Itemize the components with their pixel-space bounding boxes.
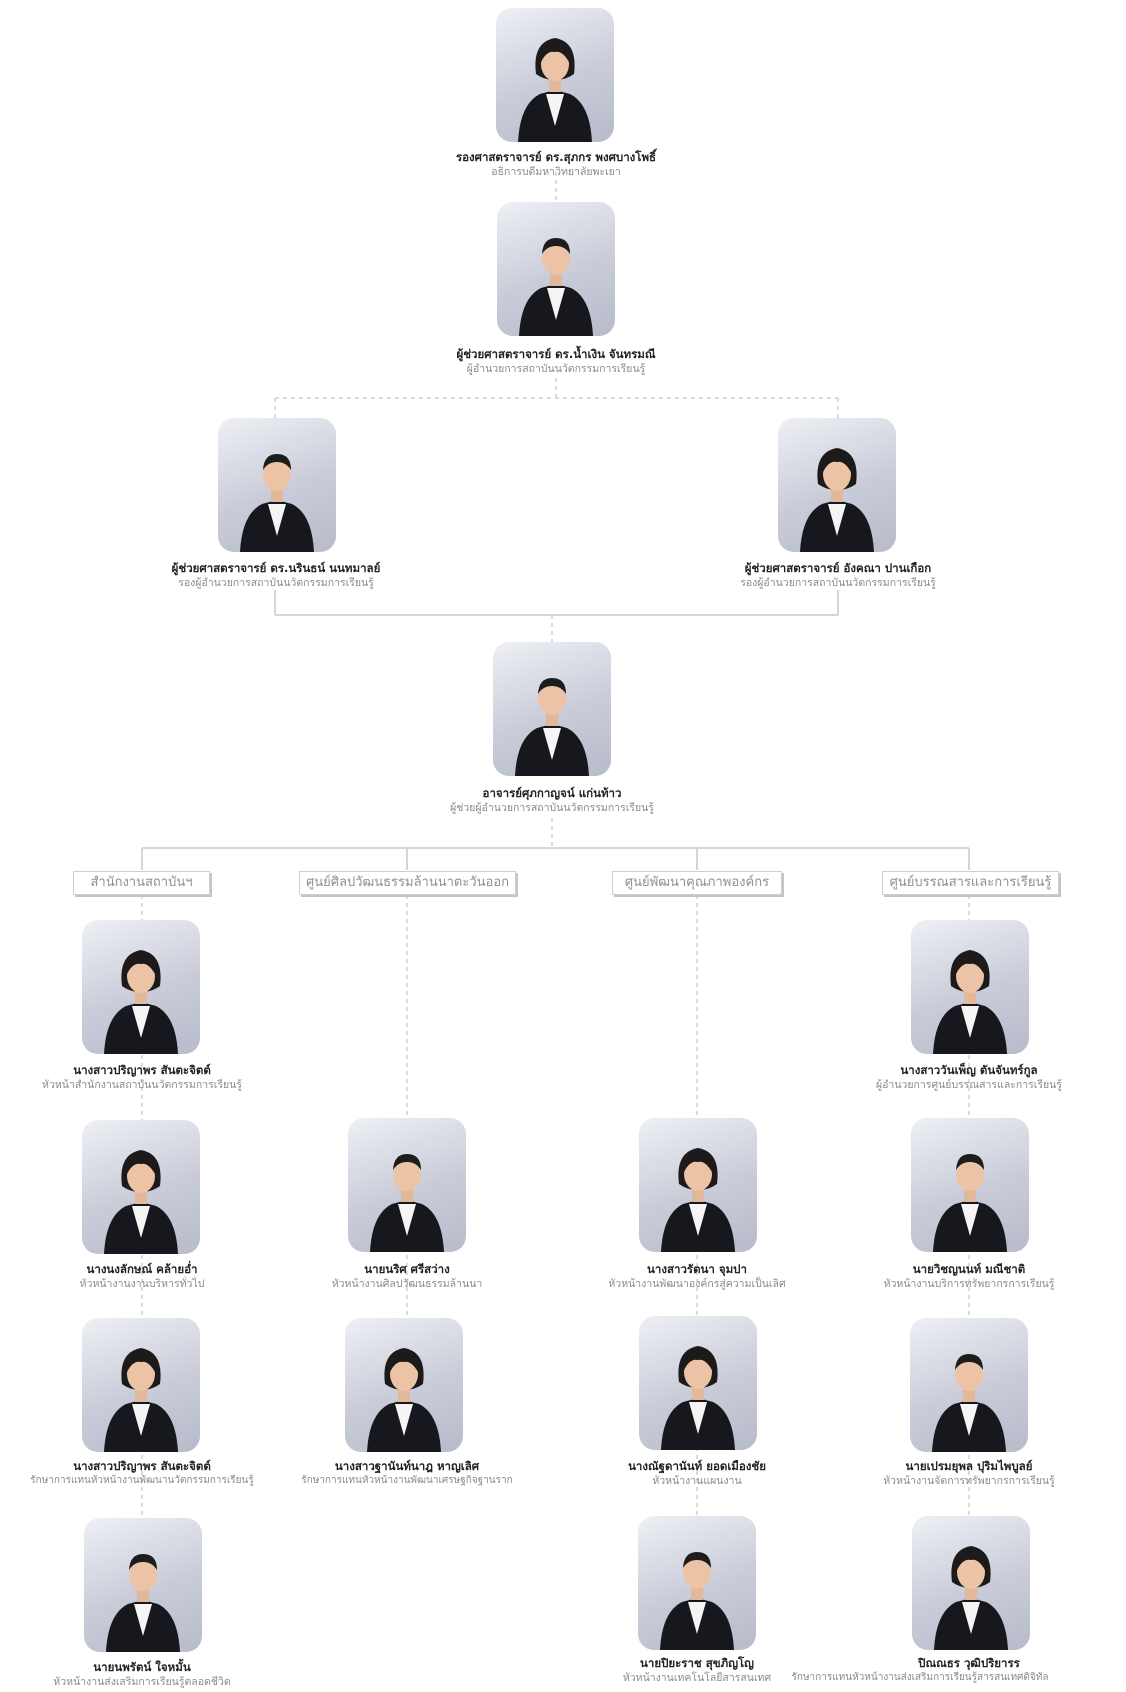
library-1-name: นางสาววันเพ็ญ ตันจันทร์กูล (900, 1063, 1038, 1077)
person-silhouette (518, 38, 592, 142)
culture-2-role: รักษาการแทนหัวหน้างานพัฒนาเศรษฐกิจฐานราก (301, 1475, 513, 1486)
culture-2-name: นางสาวฐานันท์นาฎ หาญเลิศ (334, 1459, 480, 1473)
portrait-assistant-director (493, 642, 611, 776)
director-role: ผู้อำนวยการสถาบันนวัตกรรมการเรียนรู้ (466, 363, 646, 375)
deputy-1-name: ผู้ช่วยศาสตราจารย์ ดร.นรินธน์ นนทมาลย์ (171, 561, 381, 575)
person-silhouette (515, 678, 589, 776)
portrait-library-2 (911, 1118, 1029, 1252)
assistant-director-name: อาจารย์ศุภกาญจน์ แก่นท้าว (482, 786, 622, 800)
director-name: ผู้ช่วยศาสตราจารย์ ดร.น้ำเงิน จันทรมณี (456, 347, 656, 361)
person-silhouette (933, 950, 1007, 1054)
office-3-name: นางสาวปริญาพร สันตะจิตต์ (73, 1459, 211, 1473)
person-silhouette (933, 1154, 1007, 1252)
portrait-library-4 (912, 1516, 1030, 1650)
president-name: รองศาสตราจารย์ ดร.สุภกร พงศบางโพธิ์ (455, 150, 657, 164)
person-silhouette (519, 238, 593, 336)
portrait-president (496, 8, 614, 142)
person-silhouette (240, 454, 314, 552)
culture-1-name: นายนริศ ศรีสว่าง (364, 1262, 450, 1276)
portrait-culture-1 (348, 1118, 466, 1252)
quality-1-role: หัวหน้างานพัฒนาองค์กรสู่ความเป็นเลิศ (608, 1278, 786, 1290)
person-silhouette (104, 1348, 178, 1452)
portrait-office-1 (82, 920, 200, 1054)
portrait-library-1 (911, 920, 1029, 1054)
deputy-1-role: รองผู้อำนวยการสถาบันนวัตกรรมการเรียนรู้ (178, 577, 374, 589)
library-4-role: รักษาการแทนหัวหน้างานส่งเสริมการเรียนรู้… (791, 1672, 1049, 1683)
portrait-office-3 (82, 1318, 200, 1452)
dept-label-lanna-culture-center: ศูนย์ศิลปวัฒนธรรมล้านนาตะวันออก (299, 871, 516, 895)
portrait-deputy-2 (778, 418, 896, 552)
person-silhouette (661, 1148, 735, 1252)
person-silhouette (104, 950, 178, 1054)
deputy-2-role: รองผู้อำนวยการสถาบันนวัตกรรมการเรียนรู้ (740, 577, 936, 589)
person-silhouette (104, 1150, 178, 1254)
dept-label-quality-center: ศูนย์พัฒนาคุณภาพองค์กร (612, 871, 782, 895)
person-silhouette (106, 1554, 180, 1652)
person-silhouette (932, 1354, 1006, 1452)
portrait-library-3 (910, 1318, 1028, 1452)
portrait-office-4 (84, 1518, 202, 1652)
portrait-deputy-1 (218, 418, 336, 552)
portrait-director (497, 202, 615, 336)
portrait-culture-2 (345, 1318, 463, 1452)
library-3-name: นายเปรมยุพล ปุริมไพบูลย์ (905, 1459, 1033, 1473)
president-role: อธิการบดีมหาวิทยาลัยพะเยา (491, 166, 621, 178)
quality-2-name: นางณัฐดานันท์ ยอดเมืองชัย (628, 1459, 766, 1473)
library-2-name: นายวิชญนนท์ มณีชาติ (912, 1262, 1026, 1276)
office-3-role: รักษาการแทนหัวหน้างานพัฒนานวัตกรรมการเรี… (30, 1475, 254, 1486)
person-silhouette (367, 1348, 441, 1452)
office-4-role: หัวหน้างานส่งเสริมการเรียนรู้ตลอดชีวิต (53, 1676, 231, 1688)
deputy-2-name: ผู้ช่วยศาสตราจารย์ อังคณา ปานเกือก (744, 561, 932, 575)
quality-3-role: หัวหน้างานเทคโนโลยีสารสนเทศ (622, 1672, 772, 1684)
office-1-name: นางสาวปริญาพร สันตะจิตต์ (73, 1063, 211, 1077)
library-4-name: ปิณณธร วุฒิปริยารร (918, 1656, 1020, 1670)
dept-label-library-center: ศูนย์บรรณสารและการเรียนรู้ (882, 871, 1059, 895)
quality-1-name: นางสาวรัตนา จุมปา (647, 1262, 747, 1276)
person-silhouette (661, 1346, 735, 1450)
person-silhouette (370, 1154, 444, 1252)
quality-3-name: นายปิยะราช สุขภิญโญ (640, 1656, 754, 1670)
person-silhouette (800, 448, 874, 552)
person-silhouette (934, 1546, 1008, 1650)
office-2-name: นางนงลักษณ์ คล้ายอ่ำ (86, 1262, 198, 1276)
portrait-quality-3 (638, 1516, 756, 1650)
quality-2-role: หัวหน้างานแผนงาน (652, 1475, 742, 1487)
culture-1-role: หัวหน้างานศิลปวัฒนธรรมล้านนา (331, 1278, 483, 1290)
office-4-name: นายนพรัตน์ ใจหมั้น (93, 1660, 191, 1674)
portrait-quality-2 (639, 1316, 757, 1450)
office-1-role: หัวหน้าสำนักงานสถาบันนวัตกรรมการเรียนรู้ (42, 1079, 242, 1091)
portrait-office-2 (82, 1120, 200, 1254)
person-silhouette (660, 1552, 734, 1650)
assistant-director-role: ผู้ช่วยผู้อำนวยการสถาบันนวัตกรรมการเรียน… (450, 802, 654, 814)
portrait-quality-1 (639, 1118, 757, 1252)
library-3-role: หัวหน้างานจัดการทรัพยากรการเรียนรู้ (883, 1475, 1055, 1487)
dept-label-institute-office: สำนักงานสถาบันฯ (73, 871, 210, 895)
library-2-role: หัวหน้างานบริการทรัพยากรการเรียนรู้ (883, 1278, 1055, 1290)
library-1-role: ผู้อำนวยการศูนย์บรรณสารและการเรียนรู้ (875, 1079, 1063, 1091)
office-2-role: หัวหน้างานงานบริหารทั่วไป (79, 1278, 205, 1290)
